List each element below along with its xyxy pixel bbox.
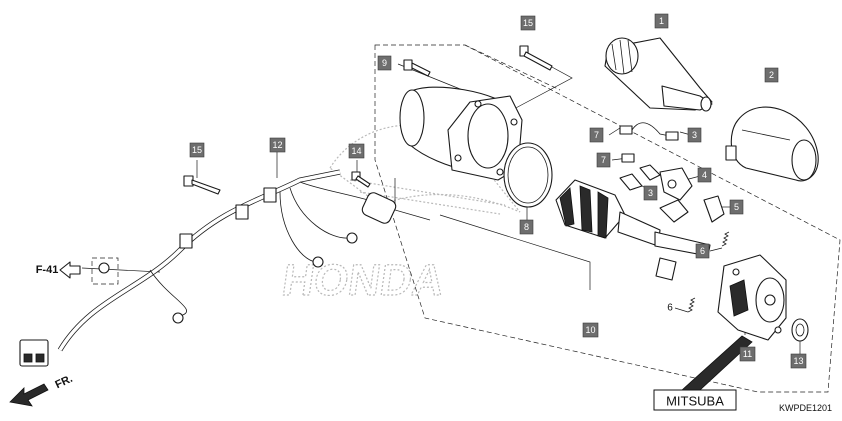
washer-part [791,318,809,342]
spring-parts [687,231,730,313]
callout-15-top: 15 [520,15,536,31]
bolt-parts-left [183,171,371,195]
callout-3-top: 3 [687,127,702,143]
o-ring-inner [507,146,549,204]
callout-3-bottom: 3 [643,185,658,201]
callout-9: 9 [377,55,392,71]
svg-text:12: 12 [272,140,282,150]
callout-4: 4 [697,167,712,183]
end-cover-part [717,254,787,341]
callout-14: 14 [348,143,365,159]
direction-label: FR. [53,373,74,391]
brand-label: MITSUBA [666,394,724,409]
callout-2: 2 [764,67,779,83]
callout-10: 10 [582,322,599,338]
svg-text:14: 14 [351,146,361,156]
callout-1: 1 [654,13,669,29]
brush-parts [619,122,725,223]
wire-harness-part [19,169,397,367]
svg-text:1: 1 [659,16,664,26]
front-direction-arrow [9,383,49,407]
svg-text:6: 6 [700,246,705,256]
svg-text:8: 8 [524,222,529,232]
svg-text:3: 3 [648,188,653,198]
callout-6-top: 6 [695,243,710,259]
washer-inner [795,323,805,337]
svg-text:7: 7 [594,130,599,140]
watermark-text: HONDA [279,256,447,305]
callout-12: 12 [269,137,286,153]
motor-yoke-part [399,86,523,181]
svg-text:2: 2 [769,70,774,80]
svg-text:7: 7 [601,155,606,165]
svg-text:4: 4 [702,170,707,180]
starter-pinion-part [604,37,713,112]
svg-text:5: 5 [734,202,739,212]
bolt-parts-top [403,45,553,77]
callout-11: 11 [739,346,756,362]
svg-text:15: 15 [192,145,202,155]
callout-5: 5 [729,199,744,215]
callout-7-top: 7 [589,127,604,143]
o-ring-part [503,142,553,208]
svg-text:13: 13 [793,356,803,366]
svg-text:9: 9 [382,58,387,68]
callout-8: 8 [519,219,534,235]
callout-13: 13 [790,353,807,369]
svg-text:3: 3 [692,130,697,140]
reference-clip [59,257,119,285]
assembly-outline [374,44,841,393]
brand-box [653,335,753,411]
cover-cap-part [725,106,819,182]
callout-7-bottom: 7 [596,152,611,168]
armature-part [555,179,711,281]
svg-text:15: 15 [523,18,533,28]
svg-text:11: 11 [743,349,752,359]
svg-text:10: 10 [585,325,595,335]
callout-15-left: 15 [189,142,205,158]
reference-label: F-41 [36,264,59,276]
callout-6-bottom: 6 [667,303,673,314]
honda-wing-watermark [329,124,521,215]
diagram-code: KWPDE1201 [779,403,832,413]
